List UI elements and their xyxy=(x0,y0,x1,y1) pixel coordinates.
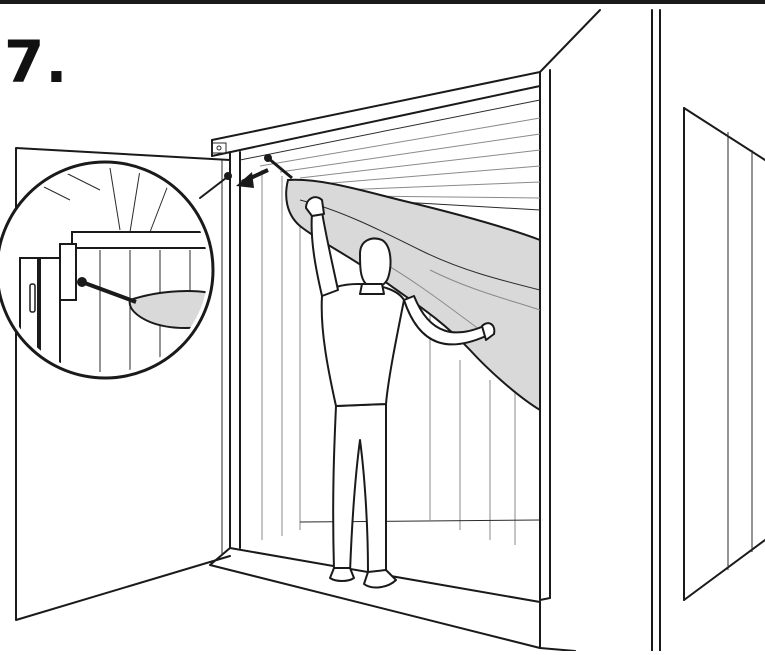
container-frame xyxy=(210,10,600,651)
corner-clip xyxy=(264,154,292,178)
zoom-callout xyxy=(0,162,232,378)
step-number: 7. xyxy=(4,30,68,94)
right-door-panel xyxy=(652,10,765,651)
